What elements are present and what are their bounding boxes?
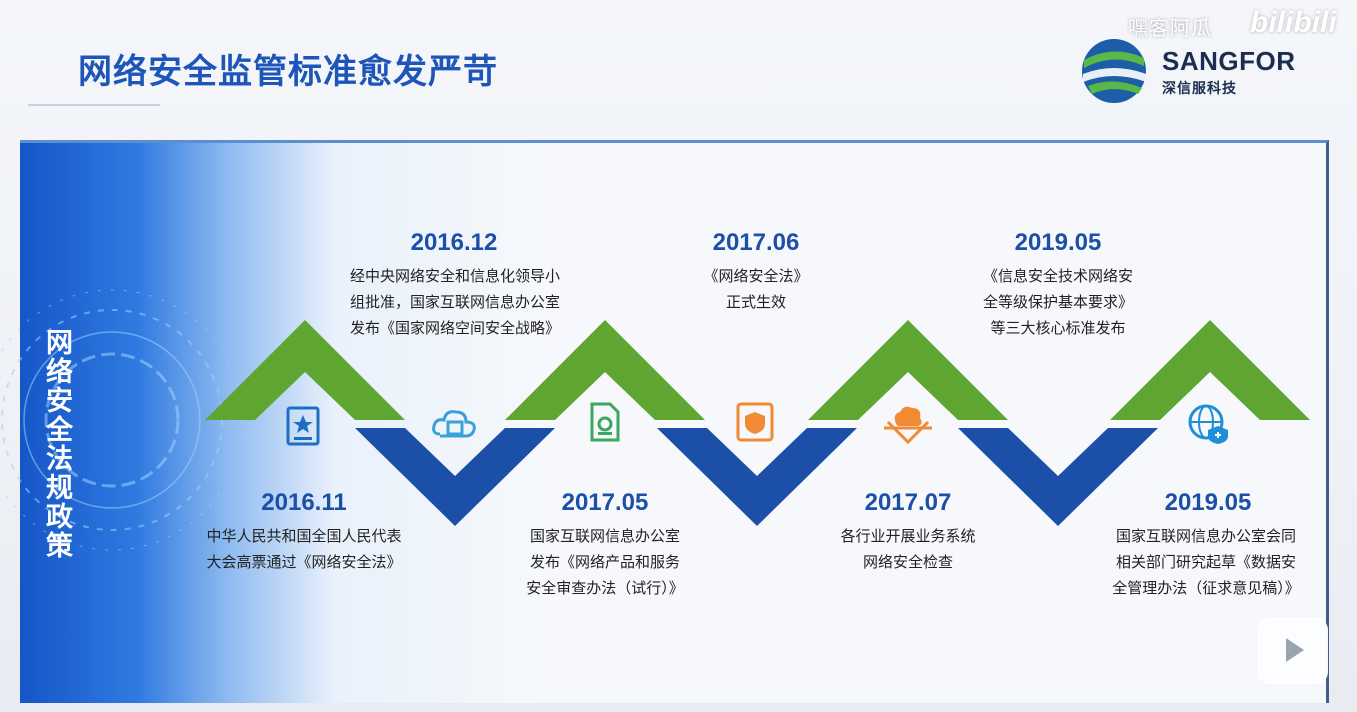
globe-shield-icon (1188, 404, 1228, 444)
blue-chevrons (355, 428, 1158, 526)
law-book-icon (736, 402, 774, 442)
green-chevrons (205, 320, 1310, 420)
bottom-event-4-year: 2019.05 (1164, 489, 1252, 516)
logo-name: SANGFOR (1162, 46, 1296, 76)
sangfor-globe-icon (1082, 39, 1146, 103)
cloud-shield-icon (884, 406, 932, 445)
bottom-event-2-year: 2017.05 (561, 489, 649, 516)
content-panel (20, 140, 1329, 703)
cloud-icon (432, 410, 476, 438)
document-icon (590, 402, 620, 442)
top-event-2-desc: 《网络安全法》 正式生效 (703, 267, 809, 311)
page-title: 网络安全监管标准愈发严苛 (78, 52, 498, 92)
watermark-platform: bilibili (1250, 6, 1337, 39)
top-event-3-desc: 《信息安全技术网络安 全等级保护基本要求》 等三大核心标准发布 (982, 267, 1133, 337)
title-underline (28, 104, 160, 106)
top-event-1-desc: 经中央网络安全和信息化领导小 组批准，国家互联网信息办公室 发布《国家网络空间安… (349, 267, 560, 337)
logo-subtitle: 深信服科技 (1162, 81, 1237, 97)
bottom-event-3-year: 2017.07 (864, 489, 952, 516)
certificate-icon (286, 406, 320, 446)
top-event-3-year: 2019.05 (1014, 229, 1102, 256)
bottom-event-1-desc: 中华人民共和国全国人民代表 大会高票通过《网络安全法》 (206, 527, 402, 571)
bottom-event-3-desc: 各行业开展业务系统 网络安全检查 (840, 527, 976, 571)
sangfor-logo: SANGFOR 深信服科技 (1080, 36, 1300, 106)
top-event-2-year: 2017.06 (712, 229, 800, 256)
bottom-event-4-desc: 国家互联网信息办公室会同 相关部门研究起草《数据安 全管理办法（征求意见稿）》 (1112, 527, 1300, 597)
top-event-1-year: 2016.12 (410, 229, 498, 256)
bottom-event-2-desc: 国家互联网信息办公室 发布《网络产品和服务 安全审查办法（试行）》 (526, 527, 684, 597)
watermark-channel: 嘿客阿瓜 (1128, 16, 1212, 40)
bottom-event-1-year: 2016.11 (261, 489, 347, 516)
vertical-section-label: 网络安全法规政策 (41, 328, 72, 560)
play-button[interactable] (1258, 618, 1328, 684)
